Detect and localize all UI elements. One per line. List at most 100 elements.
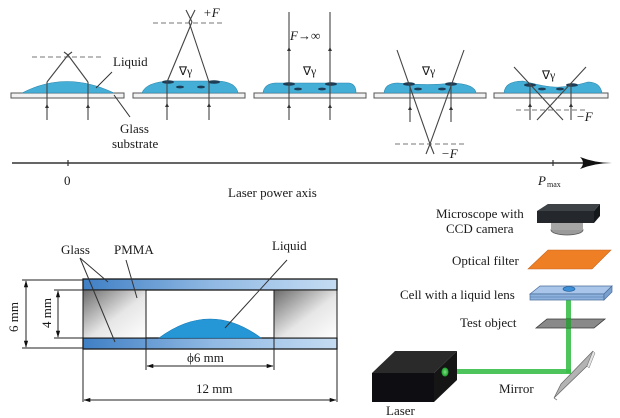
mirror-edge [586,350,596,369]
cell-side [603,285,613,301]
ray-arrow [165,103,169,107]
glass-substrate-label-line2: substrate [112,136,158,151]
glass-substrate [253,92,367,99]
flow-blob [438,87,446,91]
pmma-label: PMMA [114,242,154,257]
liquid-drop [383,82,477,94]
tick-label-pmax-sub: max [547,180,561,189]
laser-aperture [441,367,449,377]
stage-1: Liquid Glass substrate [10,51,158,151]
ray [67,51,73,56]
glass-substrate-label-line1: Glass [120,121,149,136]
ray [166,21,193,83]
ray-arrow [287,47,291,51]
glass-substrate [132,92,246,99]
cell-with-liquid-lens [529,285,613,301]
camera-lens-body [551,222,583,230]
dim-diameter-label: ϕ6 mm [187,350,224,365]
ray [429,49,465,145]
liquid-leader [95,71,113,89]
ray-arrow [287,104,291,108]
mirror [553,350,596,401]
camera-top-face [537,204,600,211]
ray [63,51,69,56]
flow-blob [325,82,337,86]
flow-blob [414,87,422,91]
ray-arrow [569,103,573,107]
liquid-label: Liquid [113,54,148,69]
flow-blob [556,87,564,91]
axis-title: Laser power axis [228,185,317,200]
stage-4: −F ∇γ [373,49,487,161]
ray [188,21,210,83]
cell-panel: Glass PMMA Liquid 6 mm 4 mm ϕ6 mm 12 mm [6,238,338,403]
ray-arrow [449,106,453,110]
ray-arrow [207,103,211,107]
mirror-label: Mirror [499,381,534,396]
camera-side [594,204,600,223]
ray-arrow [328,104,332,108]
stage-3: F→∞ ∇γ [253,12,367,120]
grad-gamma-label: ∇γ [178,64,193,78]
axis-arrowhead [580,157,612,169]
ray-arrow [328,47,332,51]
ray [185,9,193,23]
flow-blob [538,87,546,91]
grad-gamma-label: ∇γ [541,68,556,82]
f-infinity-label: F→∞ [289,28,320,43]
ray [67,54,89,83]
optical-filter-label: Optical filter [452,253,519,268]
liquid-lens-dot [562,286,576,292]
bottom-glass-plate [82,337,338,350]
liquid-drop [262,82,357,94]
ray [425,143,431,155]
test-object-label: Test object [460,315,517,330]
glass-leader-bottom [79,257,116,343]
glass-label: Glass [61,242,90,257]
liquid-drop [21,81,115,94]
ray-arrow [408,106,412,110]
pmma-spacer-left [82,289,147,339]
minus-f-label: −F [441,146,459,161]
flow-blob [294,87,302,91]
laser [372,351,457,402]
laser-top [372,351,457,373]
microscope-label-line2: CCD camera [446,221,514,236]
camera-front [537,211,594,223]
plus-f-label: +F [203,5,221,20]
flow-blob [162,80,174,84]
flow-blob [318,87,326,91]
glass-substrate [373,92,487,99]
glass-substrate [10,92,125,99]
liquid-drop [503,80,603,94]
ray [536,66,587,121]
mirror-face [553,350,594,399]
dim-width-label: 12 mm [196,381,232,396]
laser-side [434,351,457,402]
ray [513,66,564,121]
grad-gamma-label: ∇γ [421,64,436,78]
stage-2: +F ∇γ [132,5,246,120]
ray-arrow [86,104,90,108]
glass-substrate [493,92,609,99]
minus-f-label: −F [576,109,594,124]
flow-blob [176,85,184,89]
ray [188,9,196,23]
flow-blob [208,80,220,84]
tick-label-zero: 0 [64,173,71,188]
pmma-spacer-right [273,289,338,339]
liquid-leader [224,259,288,329]
laser-beam-through-object [566,319,571,328]
grad-gamma-label: ∇γ [302,64,317,78]
top-glass-plate [82,278,338,291]
cell-label: Cell with a liquid lens [400,287,515,302]
laser-beam-horizontal [445,369,571,374]
laser-beam-vertical [566,295,571,373]
glass-leader [113,94,131,118]
ray [396,49,431,145]
ray [46,54,69,83]
stage-5: −F ∇γ [493,66,609,124]
optical-filter [527,249,612,270]
setup-panel: Microscope with CCD camera Optical filte… [372,204,613,418]
liquid-label: Liquid [272,238,307,253]
